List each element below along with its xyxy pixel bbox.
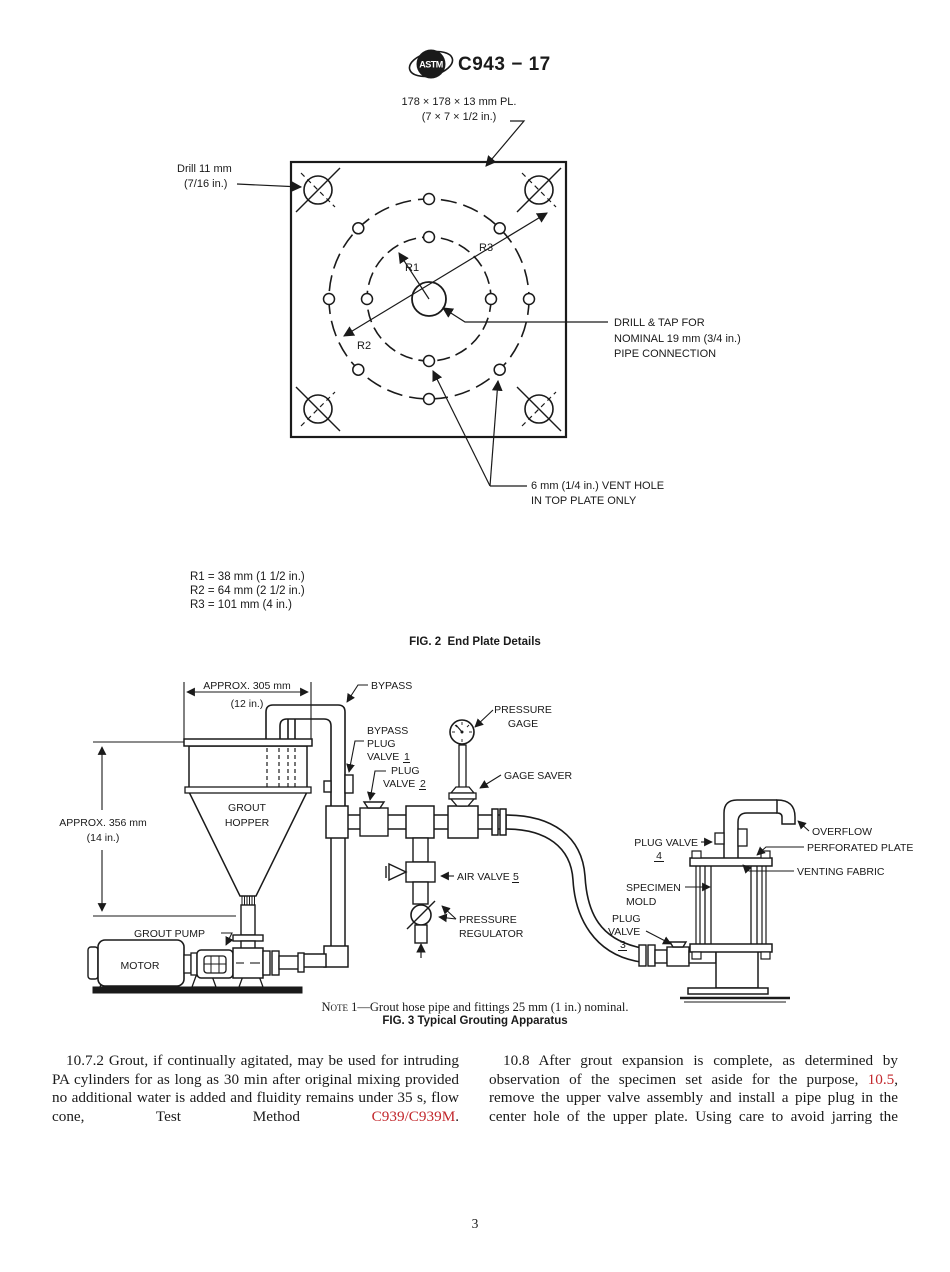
bypass-pipe	[265, 704, 346, 815]
drill-label-line1: Drill 11 mm	[177, 163, 232, 175]
air-valve-label: AIR VALVE	[457, 871, 510, 883]
pressure-regulator-label-line2: REGULATOR	[459, 928, 524, 940]
drill-tap-leader	[442, 307, 608, 323]
height-dimension	[93, 741, 236, 917]
radius-values: R1 = 38 mm (1 1/2 in.) R2 = 64 mm (2 1/2…	[190, 570, 305, 612]
drill-tap-line1: DRILL & TAP FOR	[614, 317, 705, 329]
fig2-caption: FIG. 2 End Plate Details	[409, 636, 541, 648]
specimen-mold	[680, 799, 796, 1003]
plate-size-leader	[485, 120, 526, 167]
dim-height-line1: APPROX. 356 mm	[59, 817, 147, 829]
astm-logo-text: ASTM	[419, 60, 443, 70]
plug-valve-2-label-line2: VALVE	[383, 778, 415, 790]
document-code: C943 − 17	[458, 54, 551, 75]
pressure-gage-label-line2: GAGE	[508, 718, 538, 730]
drill-label-line2: (7/16 in.)	[184, 178, 227, 190]
perforated-plate-label: PERFORATED PLATE	[807, 842, 913, 854]
motor-label: MOTOR	[121, 960, 160, 972]
venting-fabric-label: VENTING FABRIC	[797, 866, 885, 878]
grout-hose	[505, 814, 643, 963]
link-c939[interactable]: C939/C939M	[371, 1107, 456, 1125]
grout-hopper-label-line1: GROUT	[228, 802, 267, 814]
drill-leader	[236, 181, 303, 192]
gage-saver-label: GAGE SAVER	[504, 770, 572, 782]
fig2-end-plate-drawing: R1 R2 R3 178 × 178 × 13 mm PL. (7 × 7 × …	[177, 96, 741, 507]
plug-valve-3-number: 3	[620, 939, 626, 951]
bypass-plug-valve-label-line3: VALVE	[367, 751, 399, 763]
overflow-label: OVERFLOW	[812, 826, 872, 838]
dim-width-line2: (12 in.)	[231, 698, 264, 710]
section-number: 10.8	[503, 1052, 530, 1069]
corner-drill-holes	[295, 167, 562, 432]
specimen-mold-label-line2: MOLD	[626, 896, 657, 908]
plate-size-label-line2: (7 × 7 × 1/2 in.)	[422, 111, 497, 123]
plug-valve-4-label: PLUG VALVE	[634, 837, 698, 849]
plug-valve-3-label-line1: PLUG	[612, 913, 641, 925]
section-number: 10.7.2	[66, 1052, 104, 1069]
r1-value: R1 = 38 mm (1 1/2 in.)	[190, 571, 305, 583]
note-body: —Grout hose pipe and fittings 25 mm (1 i…	[357, 1000, 629, 1014]
drill-tap-line3: PIPE CONNECTION	[614, 348, 716, 360]
page-number: 3	[471, 1216, 479, 1231]
vent-label-line1: 6 mm (1/4 in.) VENT HOLE	[531, 480, 664, 492]
motor-pump-assembly	[87, 939, 305, 994]
fig3-grouting-apparatus-drawing: APPROX. 305 mm (12 in.) APPROX. 356 mm (…	[59, 680, 913, 1003]
note-prefix: Note 1	[321, 1000, 358, 1014]
paragraph-10-7-2: 10.7.2 Grout, if continually agitated, m…	[52, 1052, 459, 1126]
plug-valve-2	[359, 801, 389, 837]
dim-width-line1: APPROX. 305 mm	[203, 680, 291, 692]
r2-label: R2	[357, 340, 371, 352]
paragraph-text-end: .	[455, 1107, 459, 1125]
plug-valve-2-number: 2	[420, 778, 426, 790]
air-valve-number: 5	[513, 871, 519, 883]
grout-hopper	[183, 738, 313, 951]
r2-value: R2 = 64 mm (2 1/2 in.)	[190, 585, 305, 597]
width-dimension	[183, 682, 312, 740]
paragraph-text-end: , remove the upper valve assembly and in…	[489, 1070, 898, 1125]
vent-hole-leaders	[432, 370, 527, 487]
plug-valve-3-label-line2: VALVE	[608, 926, 640, 938]
radius-arrows	[343, 212, 548, 337]
plate-size-label-line1: 178 × 178 × 13 mm PL.	[402, 96, 517, 108]
bypass-plug-valve-1	[323, 774, 354, 794]
r3-value: R3 = 101 mm (4 in.)	[190, 599, 292, 611]
body-column-right: 10.8 After grout expansion is complete, …	[489, 1052, 898, 1126]
fig3-leaders	[221, 684, 810, 946]
dim-height-line2: (14 in.)	[87, 832, 120, 844]
body-column-left: 10.7.2 Grout, if continually agitated, m…	[52, 1052, 459, 1126]
r3-label: R3	[479, 242, 493, 254]
plug-valve-4-number: 4	[656, 850, 662, 862]
pressure-gage-label-line1: PRESSURE	[494, 704, 552, 716]
grout-pump-label: GROUT PUMP	[134, 928, 205, 940]
pressure-regulator-label-line1: PRESSURE	[459, 914, 517, 926]
air-valve-branch	[385, 837, 436, 958]
bypass-plug-valve-label-line1: BYPASS	[367, 725, 408, 737]
r1-label: R1	[405, 262, 419, 274]
astm-logo: ASTM	[408, 49, 454, 79]
pump-riser	[301, 828, 349, 968]
fig3-note: Note 1—Grout hose pipe and fittings 25 m…	[0, 1000, 950, 1015]
paragraph-10-8: 10.8 After grout expansion is complete, …	[489, 1052, 898, 1126]
paragraph-text: Grout, if continually agitated, may be u…	[52, 1052, 459, 1125]
bypass-label: BYPASS	[371, 680, 412, 692]
drill-tap-line2: NOMINAL 19 mm (3/4 in.)	[614, 333, 741, 345]
bypass-plug-valve-label-line2: PLUG	[367, 738, 396, 750]
pressure-gage-assembly	[448, 719, 477, 807]
bypass-plug-valve-number: 1	[404, 751, 410, 763]
specimen-mold-label-line1: SPECIMEN	[626, 882, 681, 894]
plug-valve-2-label-line1: PLUG	[391, 765, 420, 777]
fig3-caption: FIG. 3 Typical Grouting Apparatus	[382, 1015, 568, 1027]
link-10-5[interactable]: 10.5	[867, 1070, 895, 1088]
paragraph-text: After grout expansion is complete, as de…	[489, 1052, 898, 1088]
main-grout-line	[325, 805, 507, 839]
grout-hopper-label-line2: HOPPER	[225, 817, 270, 829]
vent-label-line2: IN TOP PLATE ONLY	[531, 495, 637, 507]
